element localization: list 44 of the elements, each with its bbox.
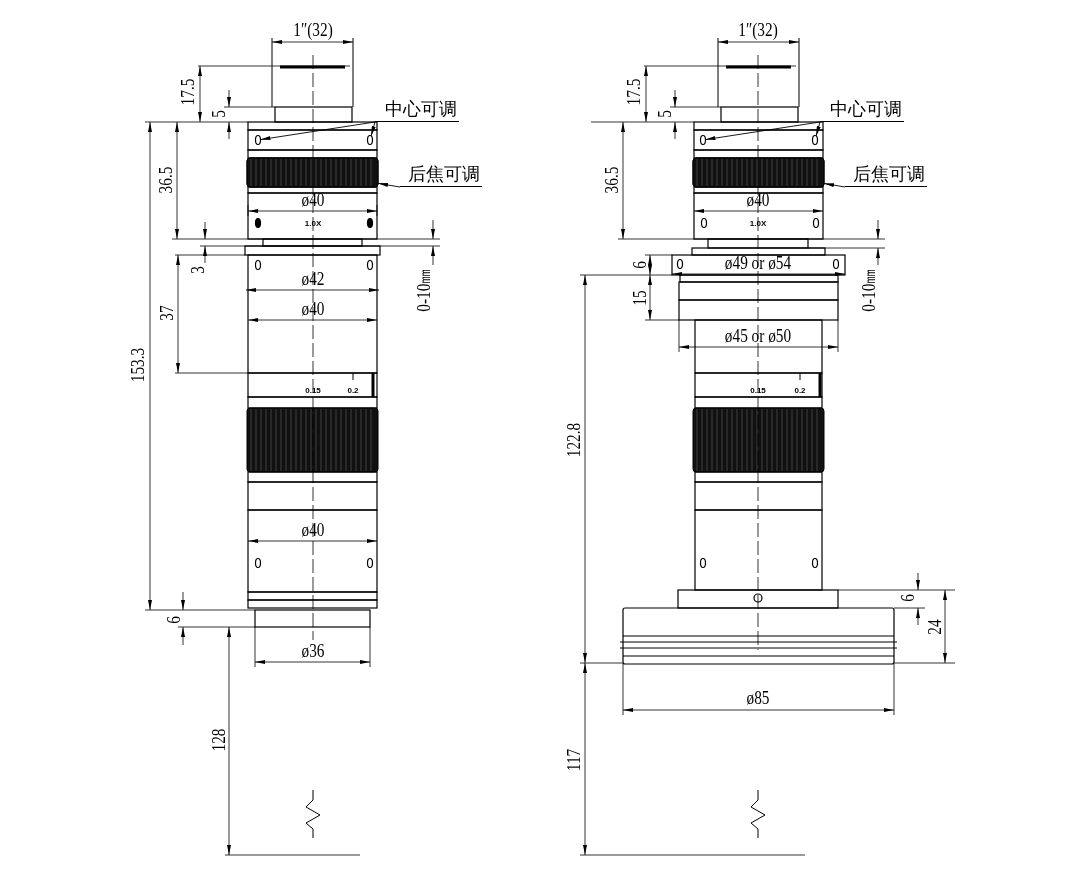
callout-label: 后焦可调 — [845, 163, 927, 187]
dimension-label: ø42 — [301, 270, 325, 288]
dimension-label: 17.5 — [625, 78, 643, 106]
scale-marking: 0.15 — [305, 387, 321, 395]
dimension-label: ø36 — [301, 642, 325, 660]
screw-hole — [811, 134, 819, 146]
scale-marking: 0.2 — [794, 387, 806, 395]
dimension-label: 122.8 — [565, 422, 583, 458]
dimension-label: 36.5 — [157, 166, 175, 194]
dimension-label: 3 — [189, 266, 207, 274]
screw-hole — [699, 134, 707, 146]
dimension-label: 128 — [210, 728, 228, 752]
callout-label: 中心可调 — [820, 98, 904, 122]
callout-label: 中心可调 — [375, 98, 459, 122]
dimension-label: 37 — [158, 305, 176, 321]
dimension-label: 153.3 — [129, 347, 147, 383]
callout-label: 后焦可调 — [400, 163, 482, 187]
knurled-ring — [246, 157, 379, 188]
dimension-label: 1″(32) — [293, 21, 333, 39]
dimension-label: 0-10㎜ — [860, 268, 878, 312]
dimension-label: 5 — [210, 110, 228, 118]
dimension-label: 117 — [565, 748, 583, 772]
scale-marking: 0.15 — [750, 387, 766, 395]
dimension-label: ø49 or ø54 — [724, 254, 792, 272]
dimension-label: 1″(32) — [738, 21, 778, 39]
dimension-label: 36.5 — [603, 166, 621, 194]
knurled-ring — [692, 157, 825, 188]
dimension-label: 6 — [165, 616, 183, 624]
dimension-label: 6 — [631, 261, 649, 269]
dimension-label: 24 — [926, 619, 944, 635]
dimension-label: 5 — [656, 110, 674, 118]
scale-marking: 1.0X — [749, 220, 767, 228]
screw-hole — [366, 134, 374, 146]
dimension-label: 6 — [899, 594, 917, 602]
dimension-label: 17.5 — [179, 78, 197, 106]
scale-marking: 0.2 — [347, 387, 359, 395]
screw-hole — [254, 134, 262, 146]
dimension-label: ø40 — [301, 521, 325, 539]
dimension-label: 15 — [631, 290, 649, 306]
dimension-label: ø85 — [746, 689, 770, 707]
scale-marking: 1.0X — [304, 220, 322, 228]
dimension-label: ø45 or ø50 — [724, 327, 792, 345]
dimension-label: ø40 — [301, 300, 325, 318]
dimension-label: 0-10㎜ — [415, 268, 433, 312]
